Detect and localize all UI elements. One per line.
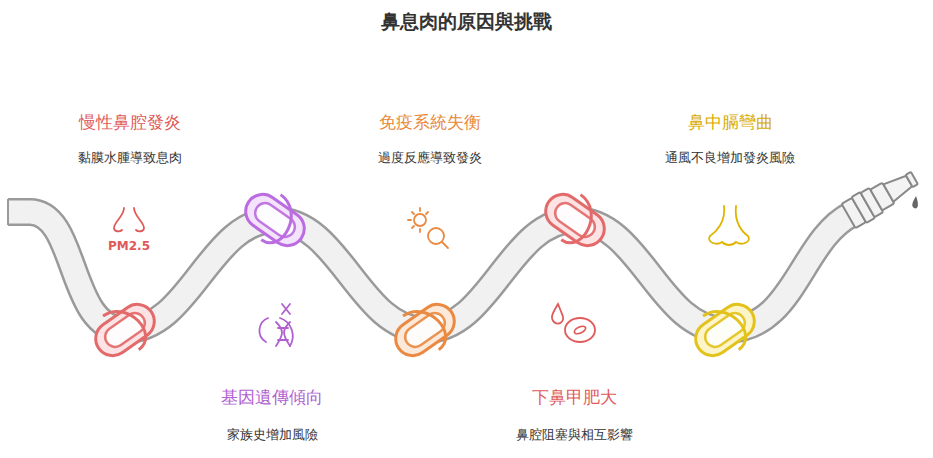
cause-heading: 鼻中膈彎曲	[688, 111, 773, 134]
water-drop	[912, 196, 918, 209]
diagram-title: 鼻息肉的原因與挑戰	[381, 9, 552, 35]
knot-purple	[235, 182, 315, 258]
immune-icon	[408, 208, 448, 248]
icon-label: PM2.5	[108, 239, 150, 253]
dna-icon	[259, 304, 292, 346]
nozzle	[841, 165, 922, 229]
cause-body: 黏膜水腫導致息肉	[78, 149, 182, 167]
drop-cell-icon	[552, 304, 595, 342]
cause-body: 鼻腔阻塞與相互影響	[516, 426, 633, 444]
knot-red-2	[535, 182, 615, 258]
knot-red	[85, 292, 165, 368]
cause-heading: 下鼻甲肥大	[532, 386, 617, 409]
knot-yellow	[685, 292, 765, 368]
knot-orange	[385, 292, 465, 368]
cause-body: 通風不良增加發炎風險	[665, 149, 795, 167]
nose-icon-red	[114, 208, 144, 231]
nose-icon-yellow	[709, 206, 749, 245]
cause-body: 家族史增加風險	[227, 426, 318, 444]
cause-heading: 基因遺傳傾向	[221, 386, 323, 409]
cause-heading: 慢性鼻腔發炎	[79, 111, 181, 134]
cause-body: 過度反應導致發炎	[378, 149, 482, 167]
cause-heading: 免疫系統失衡	[379, 111, 481, 134]
